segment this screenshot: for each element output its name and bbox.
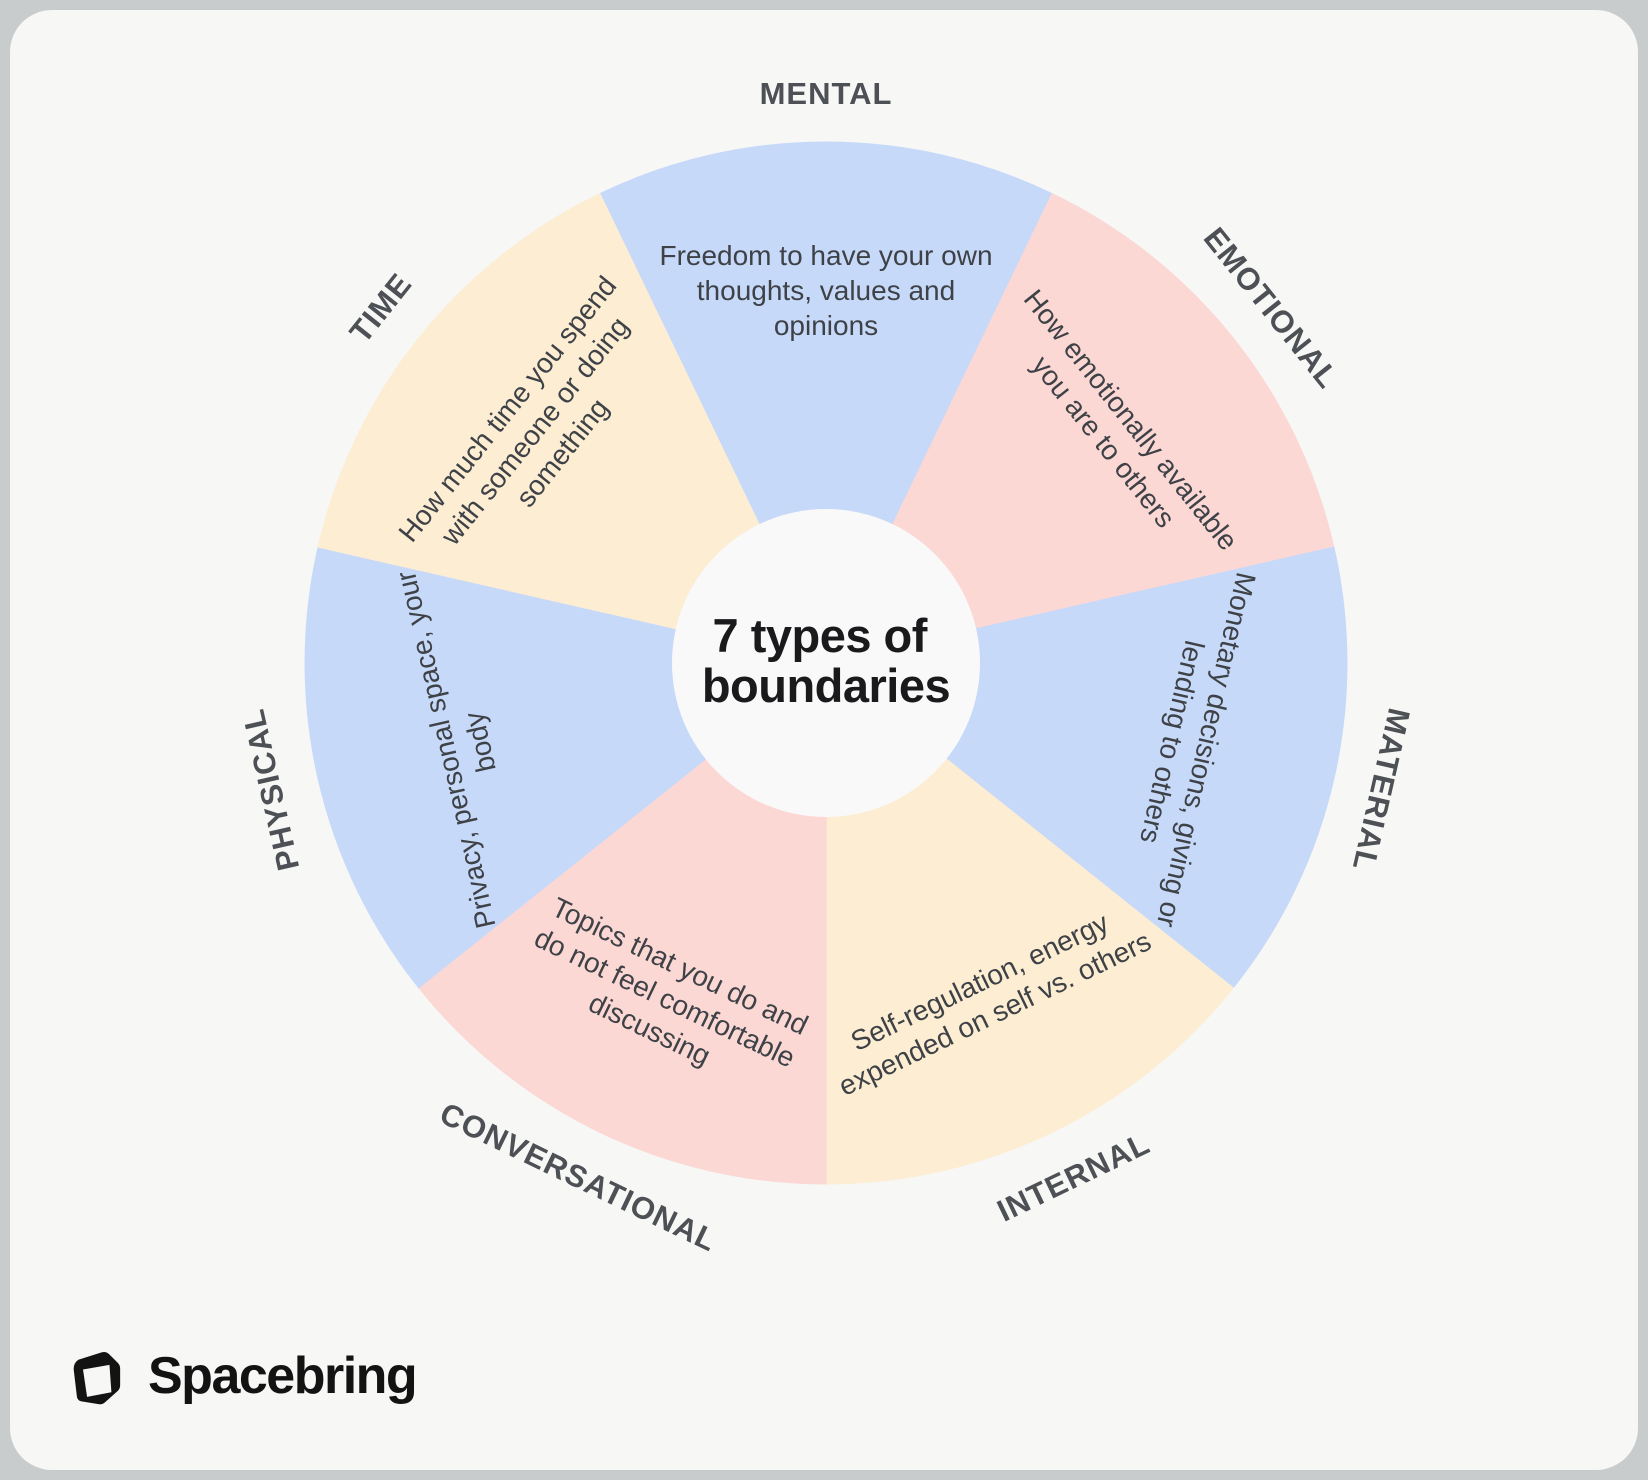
spacebring-logo-path: [73, 1351, 121, 1404]
wheel-slice-emotional: [825, 192, 1335, 664]
brand-footer: Spacebring: [70, 1346, 418, 1406]
wheel-slice-time: [317, 192, 827, 664]
wheel-label-mental: MENTAL: [760, 76, 893, 111]
wheel-slice-mental: [599, 141, 1053, 665]
brand-name: Spacebring: [148, 1347, 418, 1405]
wheel-slices: [304, 141, 1348, 1185]
wheel-label-time: TIME: [343, 266, 419, 349]
wheel-label-material: MATERIAL: [1346, 705, 1417, 874]
spacebring-logo-icon: [73, 1351, 121, 1404]
wheel-label-physical: PHYSICAL: [235, 705, 306, 873]
wheel-center-circle: [672, 509, 980, 817]
wheel-center-title: 7 types of boundaries: [702, 609, 950, 712]
wheel-slice-conversational: [417, 661, 827, 1185]
wheel-slice-internal: [825, 661, 1235, 1185]
